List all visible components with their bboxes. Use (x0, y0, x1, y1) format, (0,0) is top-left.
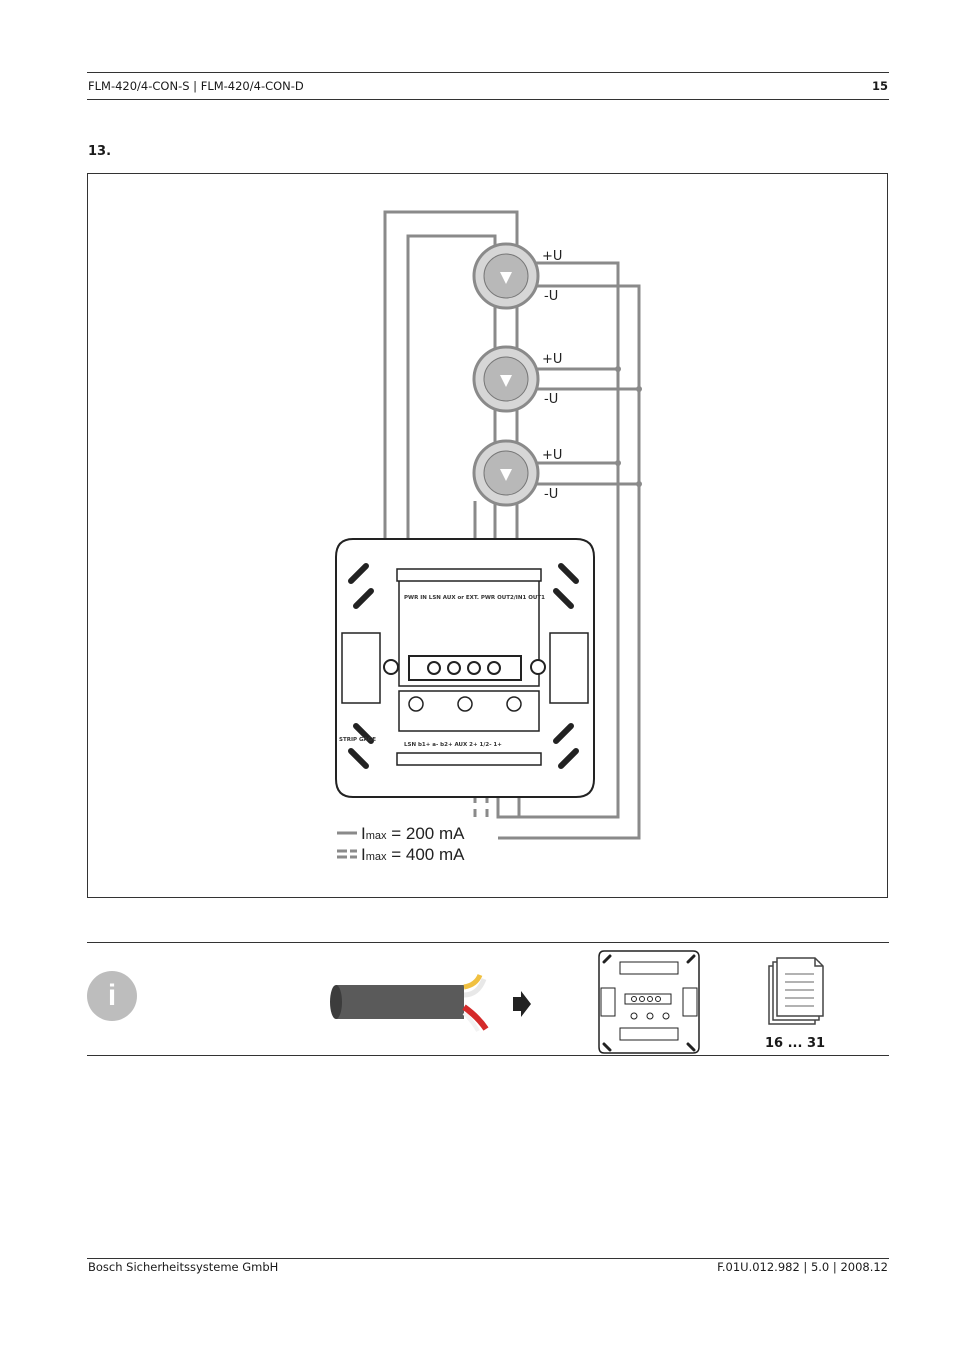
detector-1-plus-label: +U (542, 249, 562, 264)
detector-2 (472, 345, 540, 413)
page-number: 15 (871, 79, 888, 93)
documents-icon (768, 957, 824, 1025)
cable-icon (330, 973, 489, 1032)
header-top-rule (87, 72, 889, 73)
module-bottom-terminal-labels: LSN b1+ a- b2+ AUX 2+ 1/2- 1+ (404, 742, 502, 748)
interface-module: PWR IN LSN AUX or EXT. PWR OUT2/IN1 OUT1… (335, 538, 595, 798)
info-bar-top-rule (87, 942, 889, 943)
legend: Imax = 200 mA Imax = 400 mA (337, 824, 465, 864)
detector-2-minus-label: -U (544, 392, 558, 407)
footer-doc-id: F.01U.012.982 | 5.0 | 2008.12 (717, 1260, 888, 1274)
header-title: FLM-420/4-CON-S | FLM-420/4-CON-D (88, 79, 304, 93)
arrow-right-icon (513, 991, 531, 1017)
header-bottom-rule (87, 99, 889, 100)
detector-3-plus-label: +U (542, 448, 562, 463)
footer-company: Bosch Sicherheitssysteme GmbH (88, 1260, 279, 1274)
module-top-terminal-labels: PWR IN LSN AUX or EXT. PWR OUT2/IN1 OUT1 (404, 595, 545, 601)
detector-1-minus-label: -U (544, 289, 558, 304)
wiring-diagram: +U -U +U -U +U -U PWR IN LSN AUX or EXT.… (335, 210, 642, 864)
detector-1 (472, 242, 540, 310)
legend-dashed-label: Imax = 400 mA (361, 845, 465, 864)
module-thumbnail-icon (598, 950, 700, 1054)
detector-2-plus-label: +U (542, 352, 562, 367)
detector-3-minus-label: -U (544, 487, 558, 502)
module-strip-gauge-label: STRIP GAGE (339, 737, 376, 743)
wiring-diagram-frame: +U -U +U -U +U -U PWR IN LSN AUX or EXT.… (87, 173, 888, 898)
legend-solid-label: Imax = 200 mA (361, 824, 465, 843)
detector-3 (472, 439, 540, 507)
wire-junctions (615, 366, 642, 487)
footer-rule (87, 1258, 889, 1259)
info-bar-bottom-rule (87, 1055, 889, 1056)
page-range: 16 ... 31 (765, 1036, 826, 1051)
info-icon: i (87, 971, 137, 1021)
step-number: 13. (88, 144, 112, 159)
